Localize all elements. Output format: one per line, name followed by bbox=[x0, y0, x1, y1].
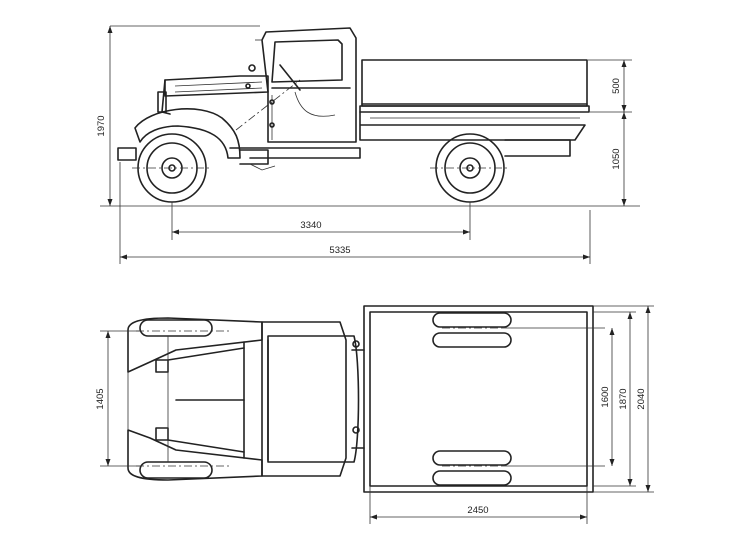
cargo-body-side bbox=[359, 59, 590, 141]
dim-overall-length-label: 5335 bbox=[329, 245, 350, 256]
dim-wheelbase: 3340 bbox=[171, 202, 471, 240]
running-board bbox=[239, 149, 269, 165]
dim-body-length-label: 2450 bbox=[467, 505, 488, 516]
dim-front-track: 1405 bbox=[95, 330, 140, 467]
dim-body-height-label: 500 bbox=[611, 78, 622, 94]
dim-overall-length: 5335 bbox=[119, 162, 591, 264]
dim-overall-width: 2040 bbox=[593, 305, 654, 493]
front-bumper bbox=[117, 147, 137, 161]
front-fenders-top bbox=[127, 317, 263, 481]
dim-total-height: 1970 bbox=[96, 25, 260, 206]
dim-floor-height: 1050 bbox=[611, 112, 627, 206]
hood-side bbox=[157, 64, 301, 131]
dim-floor-height-label: 1050 bbox=[611, 148, 622, 169]
dim-body-inner-width: 1870 bbox=[593, 311, 636, 487]
dim-front-track-label: 1405 bbox=[95, 388, 106, 409]
dim-body-height: 500 bbox=[588, 59, 632, 113]
dim-rear-track: 1600 bbox=[600, 328, 615, 466]
dim-body-length: 2450 bbox=[369, 486, 588, 524]
cargo-body-top bbox=[363, 305, 605, 493]
front-fender bbox=[134, 108, 241, 159]
dim-overall-width-label: 2040 bbox=[636, 388, 647, 409]
cab-side bbox=[255, 27, 357, 143]
dim-wheelbase-label: 3340 bbox=[300, 220, 321, 231]
dim-total-height-label: 1970 bbox=[96, 115, 107, 136]
dim-body-inner-width-label: 1870 bbox=[618, 388, 629, 409]
chassis-frame bbox=[229, 147, 361, 159]
top-view: 1405 1600 1870 2040 2450 bbox=[95, 305, 654, 524]
rear-frame bbox=[504, 139, 571, 157]
side-view: 1970 500 1050 3340 5335 bbox=[96, 25, 640, 264]
dim-rear-track-label: 1600 bbox=[600, 386, 611, 407]
